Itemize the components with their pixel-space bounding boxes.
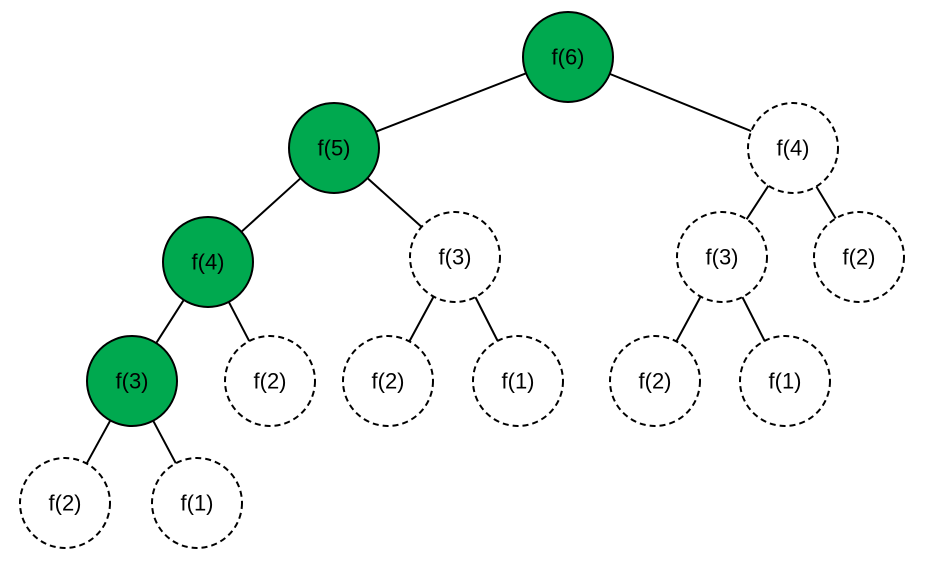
edge-n8-n15 bbox=[152, 420, 177, 464]
node-label: f(6) bbox=[552, 45, 585, 70]
node-circle bbox=[472, 335, 564, 427]
node-label: f(2) bbox=[254, 369, 287, 394]
node-label: f(4) bbox=[192, 250, 225, 275]
edge-n3-n6 bbox=[745, 185, 770, 220]
node-label: f(2) bbox=[639, 369, 672, 394]
node-label: f(5) bbox=[318, 136, 351, 161]
tree-node-n1: f(6) bbox=[522, 11, 614, 103]
node-label: f(1) bbox=[769, 369, 802, 394]
node-label: f(2) bbox=[843, 245, 876, 270]
tree-node-n2: f(5) bbox=[288, 102, 380, 194]
node-circle bbox=[739, 335, 831, 427]
tree-node-n8: f(3) bbox=[86, 335, 178, 427]
node-circle bbox=[224, 335, 316, 427]
node-label: f(2) bbox=[49, 491, 82, 516]
tree-node-n4: f(4) bbox=[162, 216, 254, 308]
edge-n5-n11 bbox=[474, 296, 499, 342]
node-circle bbox=[747, 102, 839, 194]
node-circle bbox=[342, 335, 434, 427]
node-label: f(3) bbox=[116, 369, 149, 394]
node-label: f(3) bbox=[439, 245, 472, 270]
edges-layer bbox=[85, 72, 837, 465]
tree-node-n13: f(1) bbox=[739, 335, 831, 427]
tree-node-n7: f(2) bbox=[813, 211, 905, 303]
tree-node-n10: f(2) bbox=[342, 335, 434, 427]
edge-n2-n5 bbox=[366, 177, 423, 228]
node-circle bbox=[522, 11, 614, 103]
edge-n4-n8 bbox=[155, 299, 185, 344]
tree-node-n14: f(2) bbox=[19, 457, 111, 549]
node-circle bbox=[19, 457, 111, 549]
node-circle bbox=[86, 335, 178, 427]
tree-node-n9: f(2) bbox=[224, 335, 316, 427]
node-label: f(2) bbox=[372, 369, 405, 394]
tree-node-n11: f(1) bbox=[472, 335, 564, 427]
node-circle bbox=[288, 102, 380, 194]
node-circle bbox=[151, 457, 243, 549]
node-circle bbox=[813, 211, 905, 303]
edge-n1-n2 bbox=[375, 72, 527, 133]
tree-node-n5: f(3) bbox=[409, 211, 501, 303]
tree-node-n12: f(2) bbox=[609, 335, 701, 427]
edge-n4-n9 bbox=[227, 301, 251, 342]
node-circle bbox=[409, 211, 501, 303]
edge-n8-n14 bbox=[85, 419, 112, 465]
node-circle bbox=[162, 216, 254, 308]
tree-node-n3: f(4) bbox=[747, 102, 839, 194]
node-label: f(3) bbox=[706, 245, 739, 270]
node-circle bbox=[609, 335, 701, 427]
edge-n6-n12 bbox=[675, 296, 702, 342]
nodes-layer: f(6) f(5) f(4) f(4) f(3) f(3) f(2) f(3) f(2) f(2)… bbox=[19, 11, 905, 549]
edge-n3-n7 bbox=[815, 185, 837, 220]
node-label: f(1) bbox=[502, 369, 535, 394]
tree-node-n6: f(3) bbox=[676, 211, 768, 303]
edge-n1-n3 bbox=[609, 72, 752, 133]
edge-n2-n4 bbox=[240, 177, 302, 233]
edge-n5-n10 bbox=[408, 296, 435, 342]
node-label: f(1) bbox=[181, 491, 214, 516]
node-label: f(4) bbox=[777, 136, 810, 161]
tree-node-n15: f(1) bbox=[151, 457, 243, 549]
node-circle bbox=[676, 211, 768, 303]
edge-n6-n13 bbox=[741, 296, 766, 342]
